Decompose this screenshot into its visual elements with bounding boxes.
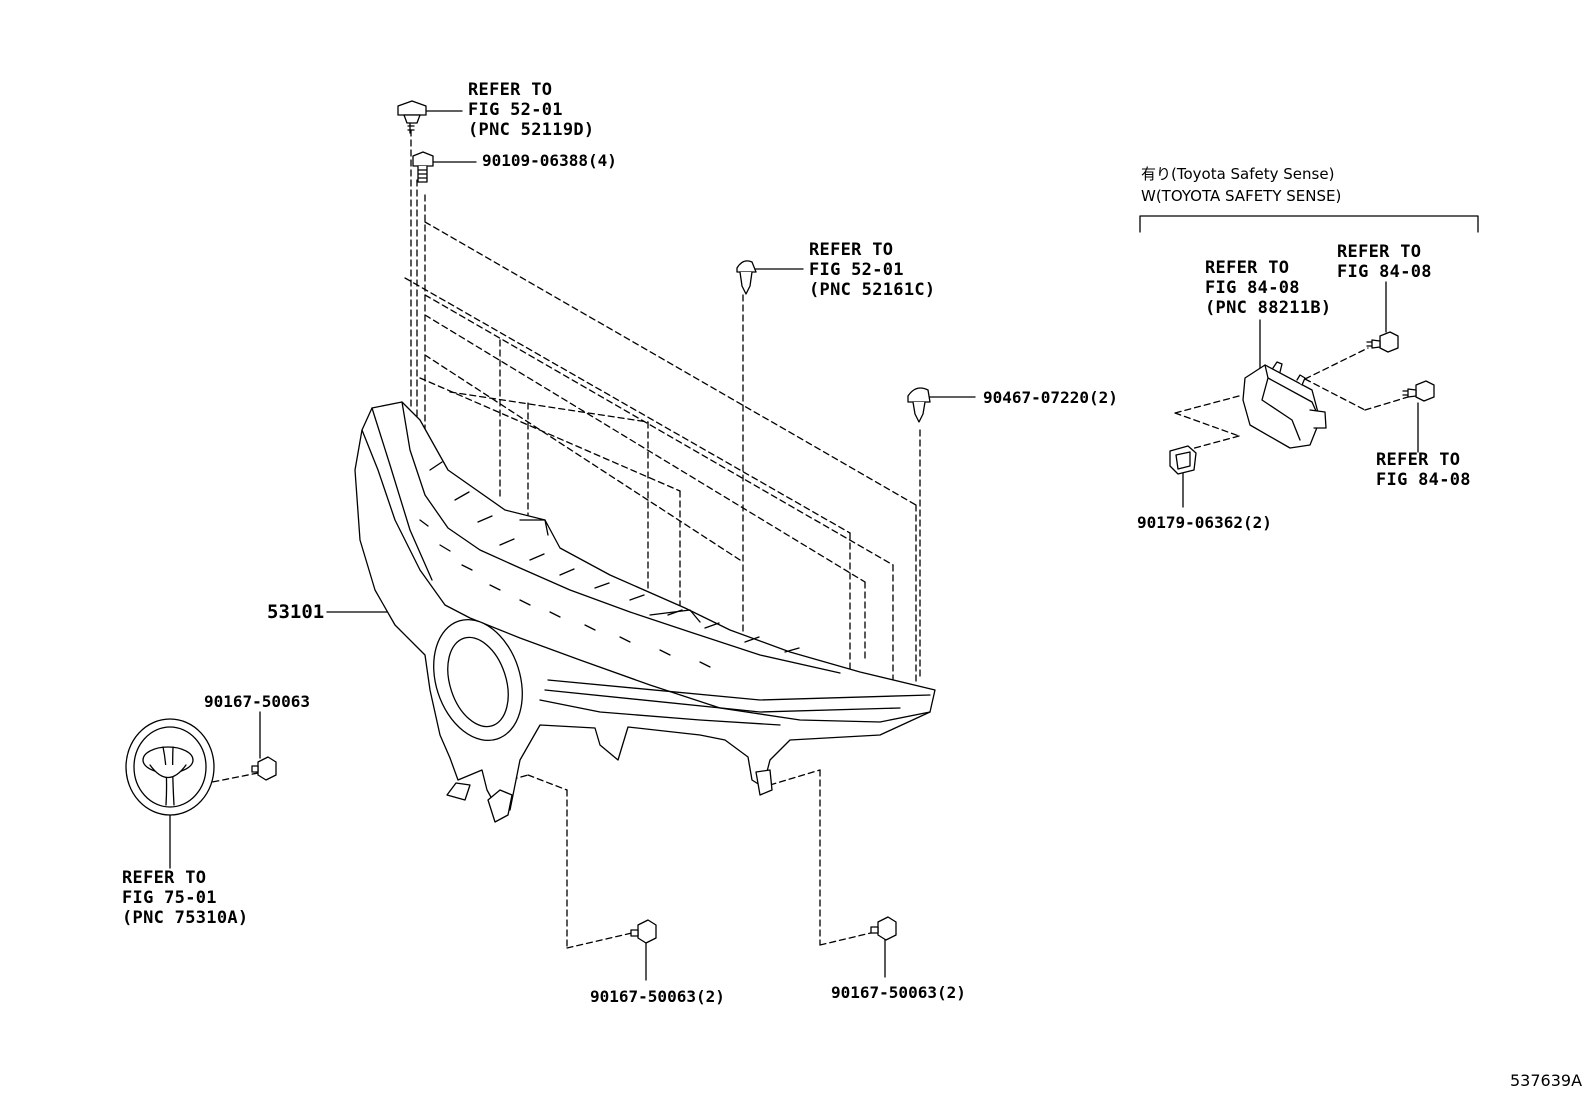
part-number-nut-bottom-right: 90167-50063(2) xyxy=(831,983,966,1002)
ref-label-sensor: REFER TO FIG 84-08 (PNC 88211B) xyxy=(1205,258,1332,318)
part-number-grille-support: 53101 xyxy=(267,601,325,623)
part-number-clip-right: 90467-07220(2) xyxy=(983,388,1118,407)
safety-sense-sensor-icon xyxy=(1242,361,1327,449)
top-screw-icon xyxy=(412,151,434,183)
bottom-left-nut-icon xyxy=(630,919,657,944)
right-clip-icon xyxy=(907,387,931,423)
bottom-right-nut-icon xyxy=(870,916,897,941)
sensor-bolt-top-icon xyxy=(1366,331,1399,353)
part-number-sensor-clip: 90179-06362(2) xyxy=(1137,513,1272,532)
ref-label-top-bolt: REFER TO FIG 52-01 (PNC 52119D) xyxy=(468,80,595,140)
grille-support-drawing xyxy=(354,401,936,823)
assembly-guide-lines xyxy=(171,129,1409,949)
part-number-emblem-nut: 90167-50063 xyxy=(204,692,310,711)
emblem-nut-icon xyxy=(251,756,277,781)
variant-bracket xyxy=(1139,215,1479,233)
top-clip-icon xyxy=(736,260,757,295)
sensor-bolt-right-icon xyxy=(1402,380,1435,402)
sensor-clip-icon xyxy=(1169,445,1197,475)
illustration-code: 537639A xyxy=(1510,1071,1583,1090)
part-number-nut-bottom-left: 90167-50063(2) xyxy=(590,987,725,1006)
top-bolt-icon xyxy=(397,100,427,134)
toyota-emblem-icon xyxy=(125,718,215,816)
variant-heading: 有り(Toyota Safety Sense) W(TOYOTA SAFETY … xyxy=(1141,165,1342,205)
ref-label-sensor-bolt-right: REFER TO FIG 84-08 xyxy=(1376,450,1471,490)
ref-label-emblem: REFER TO FIG 75-01 (PNC 75310A) xyxy=(122,868,249,928)
leader-lines xyxy=(169,110,1419,981)
part-number-screw-top: 90109-06388(4) xyxy=(482,151,617,170)
ref-label-top-clip: REFER TO FIG 52-01 (PNC 52161C) xyxy=(809,240,936,300)
ref-label-sensor-bolt-top: REFER TO FIG 84-08 xyxy=(1337,242,1432,282)
